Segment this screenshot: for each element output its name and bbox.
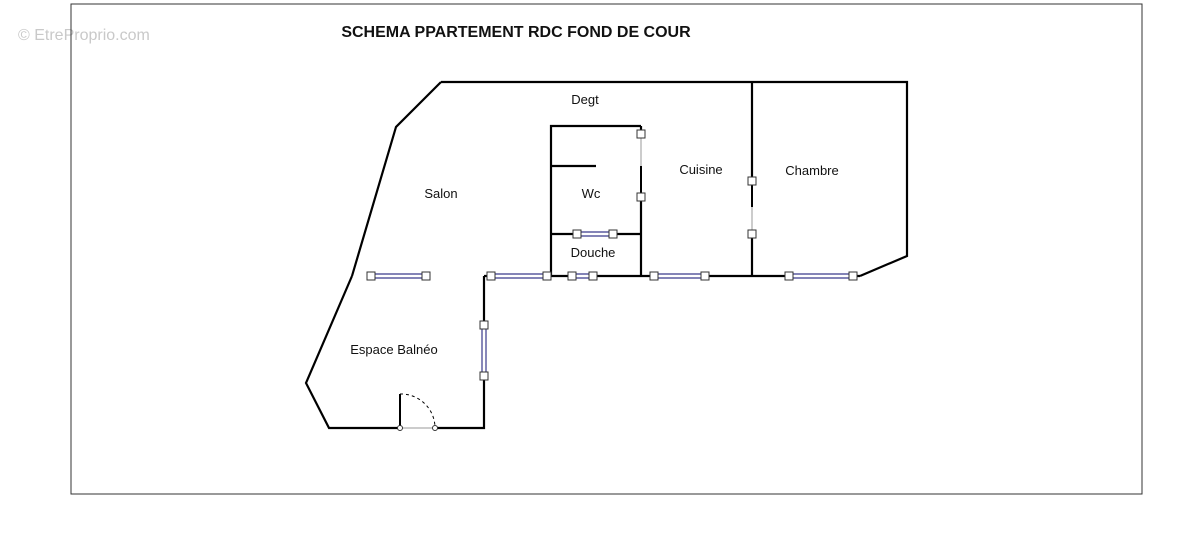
room-label-cuisine: Cuisine bbox=[679, 162, 722, 177]
room-label-degt: Degt bbox=[571, 92, 599, 107]
room-labels: Degt Salon Wc Douche Cuisine Chambre Esp… bbox=[350, 92, 838, 357]
room-label-wc: Wc bbox=[582, 186, 601, 201]
room-label-chambre: Chambre bbox=[785, 163, 838, 178]
watermark: © EtreProprio.com bbox=[18, 27, 150, 44]
room-label-salon: Salon bbox=[424, 186, 457, 201]
doors bbox=[397, 129, 757, 431]
room-label-douche: Douche bbox=[571, 245, 616, 260]
drawing-frame bbox=[70, 3, 1143, 495]
windows bbox=[366, 229, 858, 381]
wall-top-left bbox=[350, 81, 442, 277]
wall-top-right bbox=[441, 80, 909, 278]
plan-title: SCHEMA PPARTEMENT RDC FOND DE COUR bbox=[341, 24, 691, 41]
wall-wc-left bbox=[549, 124, 641, 276]
room-label-espace-balneo: Espace Balnéo bbox=[350, 342, 437, 357]
